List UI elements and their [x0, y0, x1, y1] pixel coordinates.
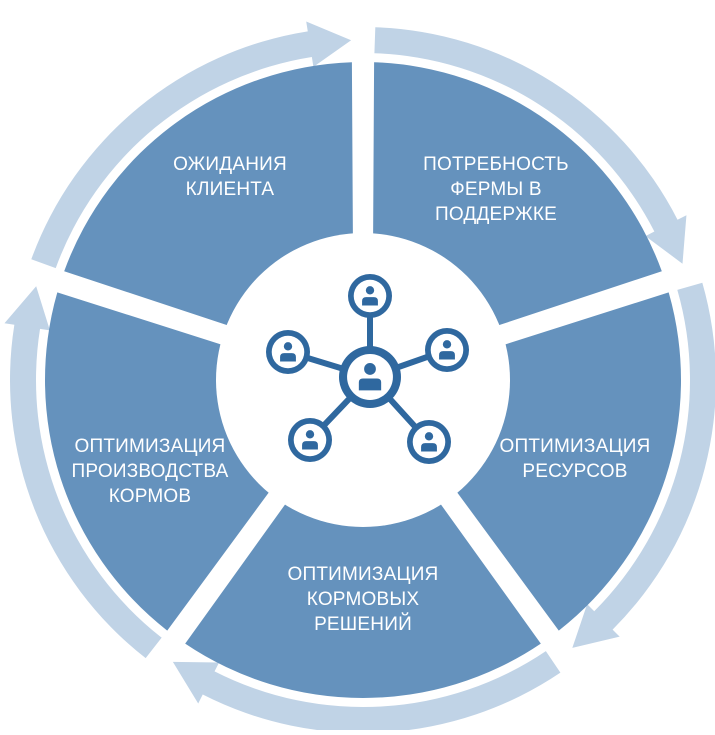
person-node-ring: [412, 425, 446, 459]
segment-label-feed-production-optimization: ОПТИМИЗАЦИЯ ПРОИЗВОДСТВА КОРМОВ: [71, 436, 229, 507]
cycle-arrow-icon: [31, 21, 352, 269]
user-avatar-icon: [425, 328, 469, 372]
person-head: [424, 432, 434, 441]
person-head: [442, 340, 452, 349]
person-node-ring: [353, 279, 387, 313]
person-head: [365, 286, 375, 295]
cycle-arrow-icon: [172, 651, 561, 734]
segment-label-client-expectations: ОЖИДАНИЯ КЛИЕНТА: [173, 154, 287, 200]
person-body: [358, 378, 382, 391]
people-network-icon: [266, 274, 469, 464]
user-avatar-icon: [266, 330, 310, 374]
cycle-arrow-icon: [572, 282, 715, 648]
segment-feed-solutions-optimization: [185, 502, 541, 698]
cycle-arrow-icon: [374, 27, 687, 264]
cycle-arrows: [4, 21, 715, 734]
person-body: [362, 297, 378, 306]
segment-label-farm-support-need: ПОТРЕБНОСТЬ ФЕРМЫ В ПОДДЕРЖКЕ: [423, 154, 569, 225]
person-head: [305, 430, 315, 439]
cycle-arrow-icon: [4, 286, 162, 659]
person-node-ring: [430, 333, 464, 367]
user-avatar-icon: [288, 418, 332, 462]
segment-label-resource-optimization: ОПТИМИЗАЦИЯ РЕСУРСОВ: [499, 436, 651, 482]
person-body: [302, 441, 318, 450]
person-node-ring: [347, 354, 393, 400]
segment-label-feed-solutions-optimization: ОПТИМИЗАЦИЯ КОРМОВЫХ РЕШЕНИЙ: [287, 564, 439, 635]
segment-resource-optimization: [456, 292, 681, 631]
person-body: [280, 353, 296, 362]
central-user-avatar-icon: [339, 346, 401, 408]
user-avatar-icon: [348, 274, 392, 318]
person-body: [421, 443, 437, 452]
person-head: [364, 363, 376, 375]
person-head: [283, 342, 293, 351]
person-node-ring: [293, 423, 327, 457]
segment-feed-production-optimization: [45, 292, 270, 631]
person-node-ring: [271, 335, 305, 369]
person-body: [439, 351, 455, 360]
user-avatar-icon: [407, 420, 451, 464]
